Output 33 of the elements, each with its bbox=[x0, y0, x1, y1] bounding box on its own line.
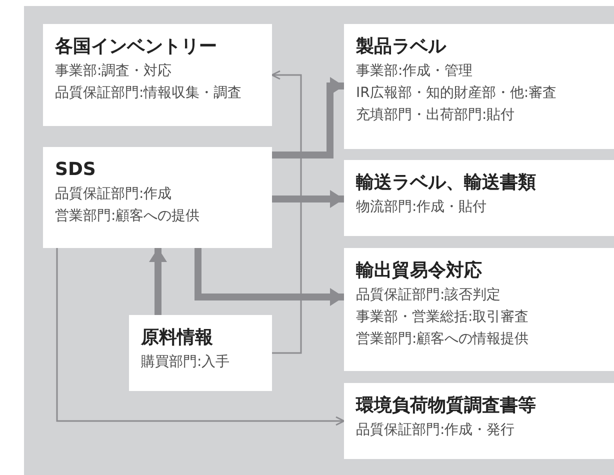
box-title: 各国インベントリー bbox=[55, 35, 218, 59]
responsibility-text: 購買部門:入手 bbox=[141, 353, 231, 372]
responsibility-text: 品質保証部門:作成 bbox=[55, 185, 173, 204]
responsibility-text: 事業部・営業総括:取引審査 bbox=[356, 308, 530, 327]
box-title: 環境負荷物質調査書等 bbox=[356, 394, 537, 418]
box-title: 製品ラベル bbox=[356, 35, 448, 59]
arrow bbox=[194, 248, 344, 306]
arrow bbox=[149, 248, 167, 315]
responsibility-text: 営業部門:顧客への提供 bbox=[55, 207, 201, 226]
box-title: 原料情報 bbox=[141, 326, 214, 350]
process-box bbox=[344, 24, 614, 149]
responsibility-text: IR広報部・知的財産部・他:審査 bbox=[356, 84, 558, 103]
process-box bbox=[43, 147, 272, 248]
process-box bbox=[129, 315, 272, 391]
responsibility-text: 事業部:作成・管理 bbox=[356, 62, 474, 81]
responsibility-text: 品質保証部門:該否判定 bbox=[356, 286, 502, 305]
responsibility-text: 品質保証部門:作成・発行 bbox=[356, 421, 516, 440]
arrow bbox=[272, 190, 344, 208]
process-box bbox=[344, 383, 614, 459]
responsibility-text: 事業部:調査・対応 bbox=[55, 62, 173, 81]
responsibility-text: 物流部門:作成・貼付 bbox=[356, 198, 488, 217]
process-box bbox=[43, 24, 272, 126]
arrow bbox=[56, 248, 345, 426]
arrow bbox=[271, 70, 302, 354]
process-box bbox=[344, 248, 614, 371]
responsibility-text: 営業部門:顧客への情報提供 bbox=[356, 330, 530, 349]
box-title: 輸出貿易令対応 bbox=[356, 259, 483, 283]
box-title: SDS bbox=[55, 158, 97, 182]
box-title: 輸送ラベル、輸送書類 bbox=[356, 171, 537, 195]
process-box bbox=[344, 160, 614, 236]
responsibility-text: 充填部門・出荷部門:貼付 bbox=[356, 106, 516, 125]
responsibility-text: 品質保証部門:情報収集・調査 bbox=[55, 84, 243, 103]
arrow bbox=[272, 77, 344, 158]
